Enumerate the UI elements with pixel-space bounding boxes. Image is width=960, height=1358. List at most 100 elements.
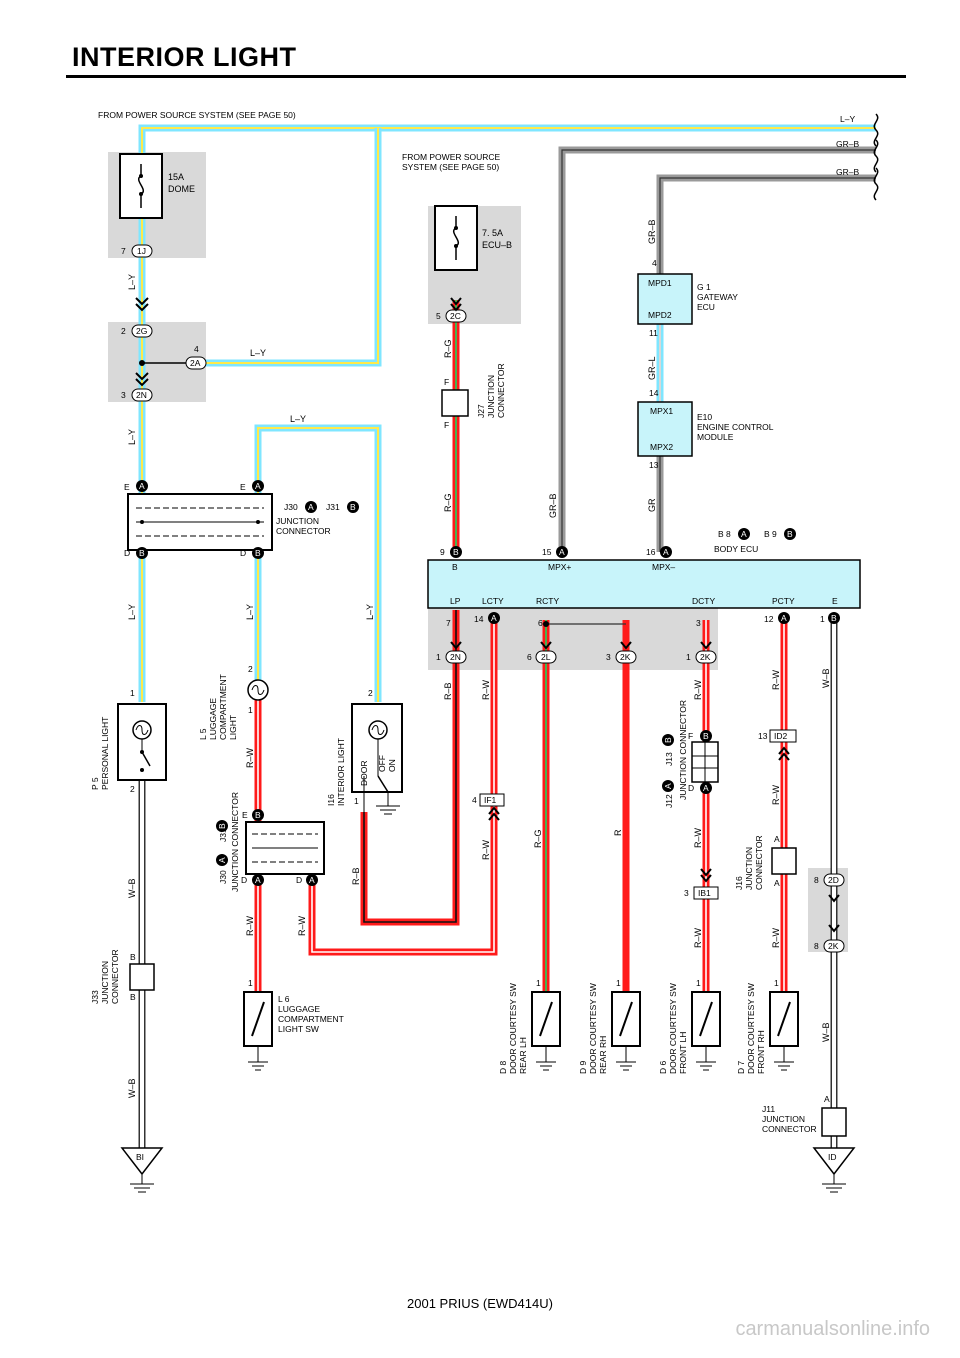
tag-id2-pin: 13 [758,731,768,741]
ecu-term-pcty: PCTY [772,596,795,606]
j33-block [129,963,155,991]
wire-break-marks [873,113,879,201]
svg-text:R: R [613,829,623,836]
d8-code: D 8 [498,1061,508,1075]
ecu-term-lcty: LCTY [482,596,504,606]
fuse-ecub-label: ECU–B [482,240,512,250]
j33-code: J33 [90,990,100,1004]
j12-ref-badge-a [662,780,674,792]
tag-ib1-pin: 3 [684,888,689,898]
svg-text:R–W: R–W [297,915,307,936]
j11-block [821,1107,847,1137]
d6-name-2: FRONT LH [678,1032,688,1074]
tag-2d-pin: 8 [814,875,819,885]
wire-grb-bus [558,146,876,552]
jc-top-pin-a-r: A [255,481,261,491]
ecu-badge-b-1: B [831,613,837,623]
j13-code: J13 [664,752,674,766]
j16-code: J16 [734,876,744,890]
fuse-ecub-amp: 7. 5A [482,228,503,238]
ground-bi [120,1147,164,1193]
gateway-pin-4: 4 [652,258,657,268]
engine-pin-14: 14 [649,388,659,398]
wire-labels: L–Y L–Y L–Y L–Y L–Y R–G R–G GR–B GR–B GR… [127,219,831,1098]
ecu-term-b: B [452,562,458,572]
luggage-light-switch [243,991,273,1071]
jc-top-pin-e-l: E [124,482,130,492]
ecu-pin-15: 15 [542,547,552,557]
tag-2l-pin: 6 [527,652,532,662]
jc-low-ref-1: J30 [218,870,228,884]
ground-id-label: ID [828,1152,837,1162]
p5-pin-1: 1 [130,688,135,698]
j13-ref-b: B [663,737,673,743]
svg-text:R–W: R–W [481,679,491,700]
tag-2k-a-pin: 3 [606,652,611,662]
pin-2-2g: 2 [121,326,126,336]
engine-mpx2: MPX2 [650,442,673,452]
ecu-pin-7: 7 [446,618,451,628]
jc-low-pin-e: E [242,810,248,820]
d7-name-2: FRONT RH [756,1030,766,1074]
l6-pin-1: 1 [248,978,253,988]
ecu-badge-a-14: A [491,613,497,623]
body-ecu-box [427,559,861,609]
engine-pin-13: 13 [649,460,659,470]
j11-pin-a: A [824,1094,830,1104]
engine-name-2: MODULE [697,432,734,442]
d9-name-2: REAR RH [598,1036,608,1074]
j16-pin-a-bot: A [774,878,780,888]
j11-code: J11 [762,1104,775,1114]
junction-connector-j12-j13 [691,730,719,794]
fuse-dome-label: DOME [168,184,195,194]
tag-if1: IF1 [484,795,497,805]
d9-pin-1: 1 [616,978,621,988]
bus-label-grb-1: GR–B [836,139,859,149]
tag-2k-c: 2K [828,941,839,951]
ecu-badge-a-12: A [781,613,787,623]
l5-code: L 5 [198,728,208,740]
j16-pin-a-top: A [774,834,780,844]
jc-low-name: JUNCTION CONNECTOR [230,792,240,892]
jc-top-ref-badge-b [347,501,359,513]
svg-text:GR: GR [647,498,657,512]
j12-badge-b: B [703,731,709,741]
d8-name-2: REAR LH [518,1037,528,1074]
d7-pin-1: 1 [774,978,779,988]
ecu-pin-14: 14 [474,614,484,624]
ground-bi-label: BI [136,1152,144,1162]
tag-2k-b: 2K [700,652,711,662]
j33-name-2: CONNECTOR [110,949,120,1004]
gateway-name-1: GATEWAY [697,292,738,302]
tag-2n-b-pin: 1 [436,652,441,662]
body-ecu-ref-a: A [741,529,747,539]
d9-code: D 9 [578,1061,588,1075]
chevron-markers [135,297,840,933]
ecu-term-dcty: DCTY [692,596,715,606]
jc-top-name-2: CONNECTOR [276,526,331,536]
svg-text:R–B: R–B [443,682,453,700]
j33-pin-b-bot: B [130,992,136,1002]
ecu-pin-12: 12 [764,614,774,624]
j27-name-2: CONNECTOR [496,363,506,418]
svg-text:R–G: R–G [443,493,453,512]
tag-2k-a: 2K [620,652,631,662]
gateway-mpd1: MPD1 [648,278,672,288]
interior-light [351,703,403,815]
l5-pin-1: 1 [248,705,253,715]
body-ecu-name: BODY ECU [714,544,758,554]
jc-low-badge-a-l: A [255,875,261,885]
j12-code: J12 [664,794,674,808]
wire-rw-lcty [254,620,498,992]
i16-name: INTERIOR LIGHT [336,738,346,806]
d6-name-1: DOOR COURTESY SW [668,983,678,1074]
svg-text:W–B: W–B [127,878,137,898]
svg-text:R–W: R–W [693,827,703,848]
bus-label-ly: L–Y [840,114,855,124]
ecu-badge-b-9: B [453,547,459,557]
svg-text:GR–L: GR–L [647,356,657,380]
l6-name-3: LIGHT SW [278,1024,319,1034]
tag-if1-pin: 4 [472,795,477,805]
pin-4-2a: 4 [194,344,199,354]
engine-module-box [637,401,693,457]
